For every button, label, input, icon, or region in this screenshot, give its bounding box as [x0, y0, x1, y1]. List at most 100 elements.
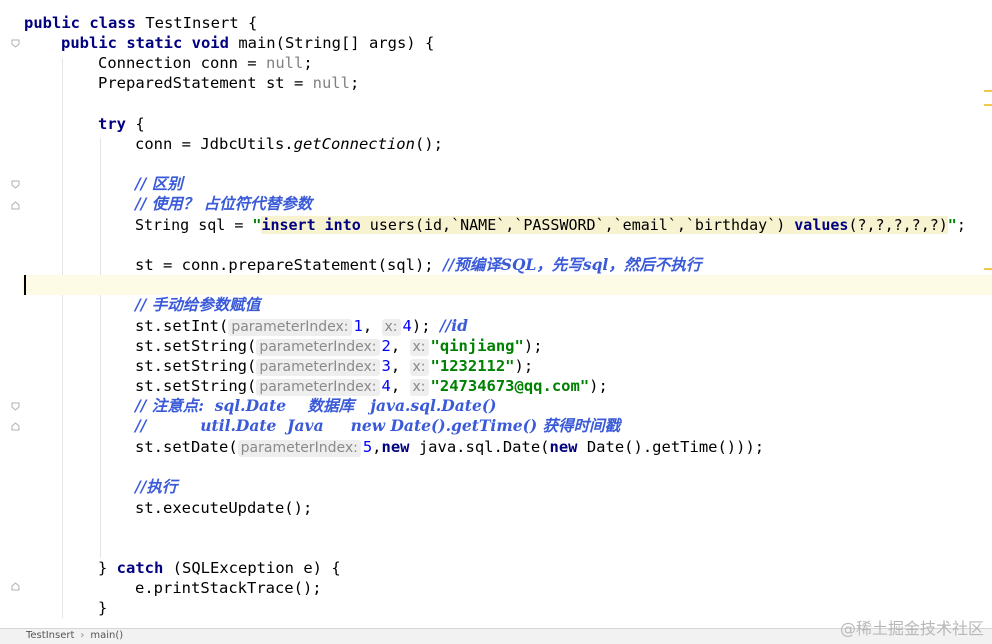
code-comment: // util.Date Java new Date().getTime() 获…: [135, 416, 621, 435]
code-line[interactable]: st.executeUpdate();: [135, 498, 312, 518]
null-literal: null: [265, 54, 304, 72]
parameter-hint: x:: [409, 359, 429, 376]
keyword: try: [98, 115, 126, 133]
code-text: e.printStackTrace();: [135, 579, 322, 597]
fold-marker-icon[interactable]: [11, 180, 20, 189]
parameter-hint: parameterIndex:: [228, 319, 352, 336]
number-literal: 5: [362, 438, 373, 456]
scrollbar-marker[interactable]: [984, 90, 992, 92]
code-line[interactable]: //执行: [135, 477, 177, 497]
breadcrumb-separator-icon: ›: [80, 630, 85, 641]
parameter-hint: parameterIndex:: [256, 379, 380, 396]
keyword: public static void: [61, 34, 239, 52]
current-line-highlight: [22, 275, 992, 295]
code-text: main(String[] args) {: [238, 34, 435, 52]
code-comment: // 使用？ 占位符代替参数: [135, 194, 313, 213]
code-line[interactable]: e.printStackTrace();: [135, 578, 322, 598]
number-literal: 4: [381, 377, 391, 395]
code-comment: //id: [439, 316, 468, 335]
code-text: ,: [372, 438, 382, 456]
code-line[interactable]: // util.Date Java new Date().getTime() 获…: [135, 416, 620, 436]
code-line[interactable]: conn = JdbcUtils.getConnection();: [135, 134, 443, 154]
parameter-hint: parameterIndex:: [237, 440, 361, 457]
sql-text: users(id,`NAME`,`PASSWORD`,`email`,`birt…: [360, 216, 795, 234]
code-text: );: [514, 357, 534, 375]
keyword: new: [549, 438, 578, 456]
code-text: ();: [414, 135, 443, 153]
code-text: );: [411, 317, 440, 335]
string-quote: ": [947, 216, 957, 234]
fold-marker-icon[interactable]: [11, 201, 20, 210]
parameter-hint: x:: [381, 319, 401, 336]
code-text: Connection conn =: [98, 54, 266, 72]
text-caret: [24, 275, 26, 295]
code-comment: // 注意点: sql.Date 数据库 java.sql.Date(): [135, 396, 497, 415]
code-line[interactable]: st.setString(parameterIndex:3, x:"123211…: [135, 356, 533, 376]
code-line[interactable]: try {: [98, 114, 145, 134]
code-text: conn = JdbcUtils.: [135, 135, 294, 153]
scrollbar-marker[interactable]: [984, 104, 992, 106]
breadcrumb-bar: TestInsert › main(): [0, 628, 992, 644]
code-text: );: [589, 377, 608, 395]
code-text: st.setString(: [135, 337, 257, 355]
sql-keyword: insert into: [261, 216, 361, 234]
code-text: ;: [956, 216, 966, 234]
code-text: ;: [303, 54, 313, 72]
code-text: }: [98, 559, 117, 577]
code-line[interactable]: st = conn.prepareStatement(sql); //预编译SQ…: [135, 255, 701, 275]
code-line[interactable]: // 注意点: sql.Date 数据库 java.sql.Date(): [135, 396, 496, 416]
code-line[interactable]: // 手动给参数赋值: [135, 295, 260, 315]
breadcrumb-method[interactable]: main(): [90, 630, 124, 641]
fold-marker-icon[interactable]: [11, 422, 20, 431]
code-line[interactable]: public static void main(String[] args) {: [61, 33, 434, 53]
keyword: new: [381, 438, 410, 456]
code-line[interactable]: PreparedStatement st = null;: [98, 73, 359, 93]
code-text: String sql =: [135, 216, 253, 234]
code-text: ,: [362, 317, 382, 335]
code-text: ,: [390, 337, 410, 355]
string-literal: "qinjiang": [430, 337, 524, 355]
fold-marker-icon[interactable]: [11, 402, 20, 411]
code-text: st.executeUpdate();: [135, 499, 313, 517]
code-line[interactable]: st.setString(parameterIndex:2, x:"qinjia…: [135, 336, 543, 356]
code-text: }: [98, 599, 108, 617]
breadcrumb-class[interactable]: TestInsert: [26, 630, 75, 641]
fold-marker-icon[interactable]: [11, 39, 20, 48]
code-text: st.setInt(: [135, 317, 229, 335]
code-text: Date().getTime()));: [577, 438, 765, 456]
code-line[interactable]: } catch (SQLException e) {: [98, 558, 341, 578]
code-line[interactable]: Connection conn = null;: [98, 53, 313, 73]
string-quote: ": [252, 216, 262, 234]
code-text: st = conn.prepareStatement(sql);: [135, 256, 443, 274]
parameter-hint: parameterIndex:: [256, 339, 380, 356]
parameter-hint: x:: [409, 379, 429, 396]
code-text: java.sql.Date(: [409, 438, 550, 456]
number-literal: 3: [381, 357, 391, 375]
watermark: @稀土掘金技术社区: [839, 619, 984, 638]
code-line[interactable]: st.setString(parameterIndex:4, x:"247346…: [135, 376, 608, 396]
code-editor[interactable]: public class TestInsert { public static …: [0, 0, 992, 628]
keyword: catch: [116, 559, 164, 577]
code-comment: //执行: [135, 477, 178, 496]
scrollbar-marker[interactable]: [984, 268, 992, 270]
code-text: {: [126, 115, 145, 133]
code-text: TestInsert {: [145, 14, 258, 32]
fold-marker-icon[interactable]: [11, 582, 20, 591]
code-line[interactable]: st.setInt(parameterIndex:1, x:4); //id: [135, 316, 468, 336]
string-literal: "1232112": [430, 357, 515, 375]
indent-guide: [62, 58, 63, 618]
code-line[interactable]: String sql = "insert into users(id,`NAME…: [135, 215, 966, 235]
code-text: st.setString(: [135, 377, 257, 395]
code-line[interactable]: }: [98, 598, 107, 618]
code-line[interactable]: public class TestInsert {: [24, 13, 257, 33]
code-comment: //预编译SQL，先写sql，然后不执行: [442, 255, 702, 274]
code-line[interactable]: // 使用？ 占位符代替参数: [135, 194, 312, 214]
keyword: public class: [24, 14, 146, 32]
static-method-call: getConnection: [293, 135, 415, 153]
sql-text: (?,?,?,?,?): [848, 216, 948, 234]
code-comment: // 手动给参数赋值: [135, 295, 261, 314]
code-line[interactable]: st.setDate(parameterIndex:5,new java.sql…: [135, 437, 764, 457]
code-line[interactable]: // 区别: [135, 174, 183, 194]
editor-gutter: [0, 0, 22, 628]
parameter-hint: parameterIndex:: [256, 359, 380, 376]
